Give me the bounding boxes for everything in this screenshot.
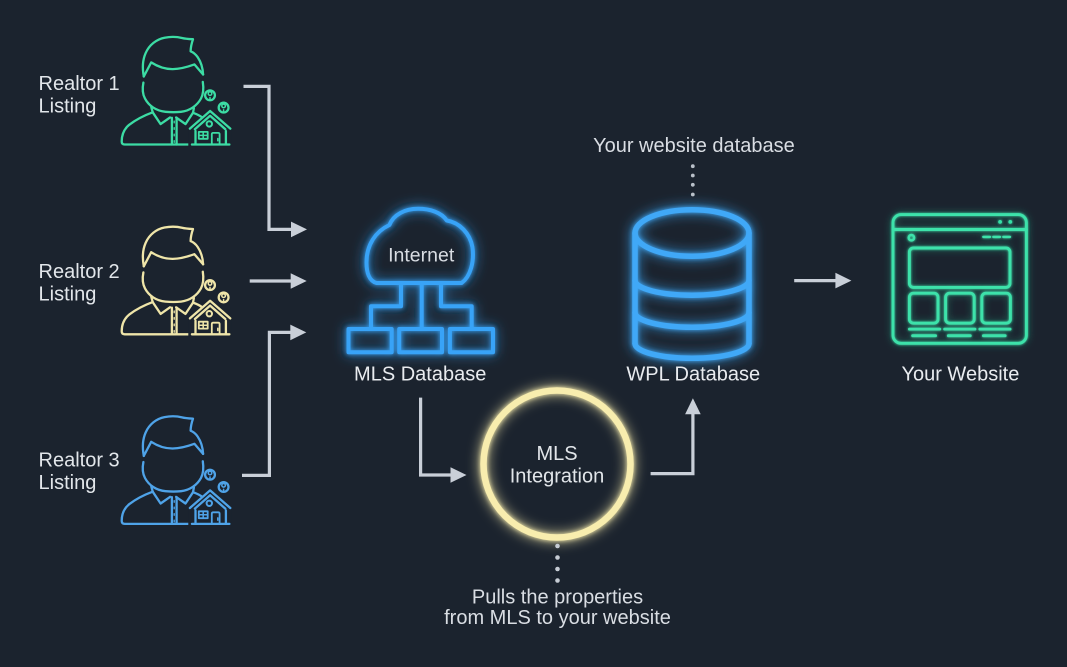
svg-text:Listing: Listing	[39, 472, 97, 494]
svg-text:Integration: Integration	[510, 466, 605, 488]
svg-text:Realtor 1: Realtor 1	[39, 73, 120, 95]
svg-text:Listing: Listing	[39, 283, 97, 305]
svg-text:from MLS to your website: from MLS to your website	[444, 607, 671, 629]
svg-text:Realtor 2: Realtor 2	[39, 261, 120, 283]
svg-text:MLS Database: MLS Database	[354, 364, 486, 386]
svg-text:MLS: MLS	[536, 443, 577, 465]
svg-text:WPL Database: WPL Database	[626, 363, 760, 385]
svg-text:Pulls the properties: Pulls the properties	[472, 587, 643, 609]
svg-text:Realtor 3: Realtor 3	[39, 449, 120, 471]
svg-text:Your website database: Your website database	[593, 135, 795, 157]
svg-text:Your Website: Your Website	[901, 363, 1019, 385]
svg-text:Listing: Listing	[39, 96, 97, 118]
svg-text:Internet: Internet	[388, 244, 455, 266]
